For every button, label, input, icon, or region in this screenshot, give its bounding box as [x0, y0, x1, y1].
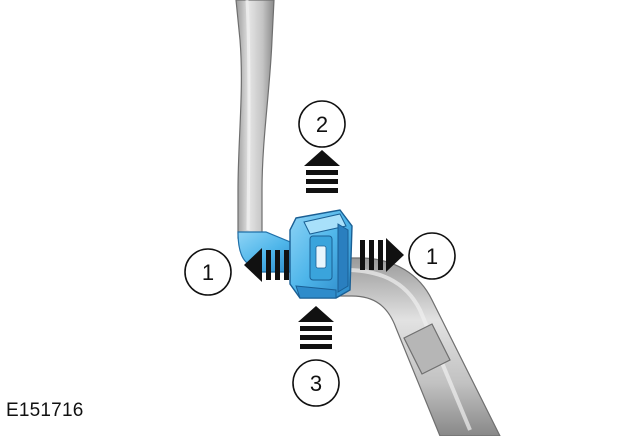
arrow-up-bottom: [298, 306, 334, 349]
figure-id-label: E151716: [6, 400, 84, 421]
arrow-right: [360, 238, 404, 272]
quick-connect-coupling: [289, 209, 353, 299]
arrow-up: [304, 150, 340, 193]
callout-top: 2: [298, 100, 346, 148]
callout-bottom: 3: [292, 359, 340, 407]
callout-top-label: 2: [316, 112, 328, 137]
callout-left: 1: [184, 248, 232, 296]
callout-bottom-label: 3: [310, 371, 322, 396]
callout-right-label: 1: [426, 244, 438, 269]
callout-right: 1: [408, 232, 456, 280]
arrow-left: [244, 248, 289, 282]
upper-hose: [235, 0, 275, 239]
callout-left-label: 1: [202, 260, 214, 285]
